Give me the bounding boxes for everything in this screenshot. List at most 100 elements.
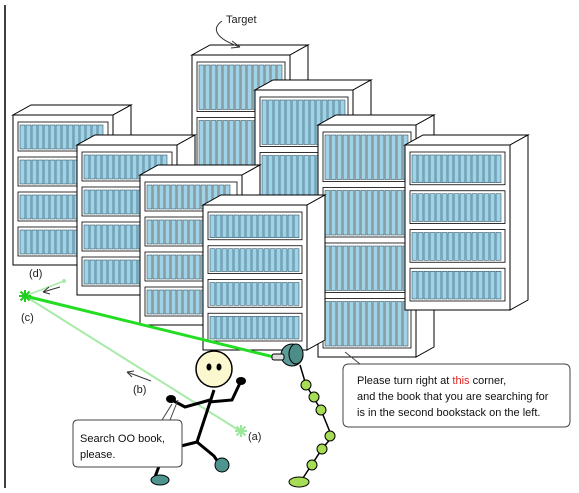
book	[210, 64, 217, 110]
book	[293, 316, 300, 340]
book	[348, 134, 355, 180]
book	[61, 229, 68, 255]
book	[19, 229, 26, 255]
book	[209, 214, 216, 238]
book	[188, 289, 195, 315]
book	[435, 193, 442, 222]
book	[471, 271, 478, 300]
book	[287, 316, 294, 340]
book	[459, 271, 466, 300]
book	[489, 232, 496, 261]
book	[113, 154, 120, 180]
book	[176, 184, 183, 210]
book	[25, 159, 32, 185]
book	[101, 259, 108, 285]
book	[228, 64, 235, 110]
book	[246, 64, 253, 110]
user-speech-bubble: Search OO book, please.	[72, 399, 183, 468]
book	[240, 120, 247, 166]
book	[336, 190, 343, 236]
book	[221, 316, 228, 340]
book	[95, 259, 102, 285]
book	[263, 214, 270, 238]
book	[164, 219, 171, 245]
book	[396, 245, 403, 291]
book	[221, 248, 228, 272]
book	[194, 289, 201, 315]
laser-beam-path-a-faint	[24, 295, 241, 432]
book	[19, 194, 26, 220]
book	[279, 155, 286, 201]
book	[465, 232, 472, 261]
book	[273, 99, 280, 145]
book	[239, 316, 246, 340]
label-a: (a)	[248, 431, 261, 443]
book	[495, 232, 502, 261]
book	[435, 271, 442, 300]
book	[158, 219, 165, 245]
book	[194, 184, 201, 210]
book	[152, 219, 159, 245]
book	[396, 134, 403, 180]
book	[324, 134, 331, 180]
book	[182, 184, 189, 210]
book	[447, 193, 454, 222]
book	[411, 193, 418, 222]
book	[330, 301, 337, 347]
book	[441, 154, 448, 183]
laser-beam-d	[24, 280, 65, 297]
book	[55, 124, 62, 150]
book	[188, 219, 195, 245]
book	[372, 301, 379, 347]
book	[477, 271, 484, 300]
book	[261, 155, 268, 201]
book	[113, 259, 120, 285]
book	[257, 214, 264, 238]
book	[251, 248, 258, 272]
book	[453, 232, 460, 261]
book	[251, 214, 258, 238]
book	[31, 229, 38, 255]
laser-beam-main	[24, 294, 279, 360]
book	[354, 134, 361, 180]
book	[459, 232, 466, 261]
book	[423, 232, 430, 261]
book	[95, 224, 102, 250]
target-label: Target	[226, 14, 257, 26]
book	[131, 189, 138, 215]
book	[360, 301, 367, 347]
book	[89, 189, 96, 215]
book	[146, 219, 153, 245]
book	[417, 232, 424, 261]
book	[158, 184, 165, 210]
person-left-foot	[150, 474, 170, 486]
book	[417, 193, 424, 222]
book	[360, 134, 367, 180]
book	[447, 154, 454, 183]
book	[293, 214, 300, 238]
book	[25, 229, 32, 255]
book	[176, 289, 183, 315]
book	[83, 259, 90, 285]
book	[465, 193, 472, 222]
book	[49, 159, 56, 185]
book	[423, 271, 430, 300]
book	[131, 224, 138, 250]
book	[291, 99, 298, 145]
book	[89, 259, 96, 285]
book	[384, 245, 391, 291]
book	[251, 316, 258, 340]
book	[55, 159, 62, 185]
book	[49, 229, 56, 255]
book	[228, 120, 235, 166]
book	[465, 271, 472, 300]
book	[360, 245, 367, 291]
book	[495, 154, 502, 183]
book	[176, 254, 183, 280]
book	[210, 120, 217, 166]
book	[37, 159, 44, 185]
book	[43, 159, 50, 185]
book	[267, 155, 274, 201]
book	[204, 120, 211, 166]
book	[107, 154, 114, 180]
